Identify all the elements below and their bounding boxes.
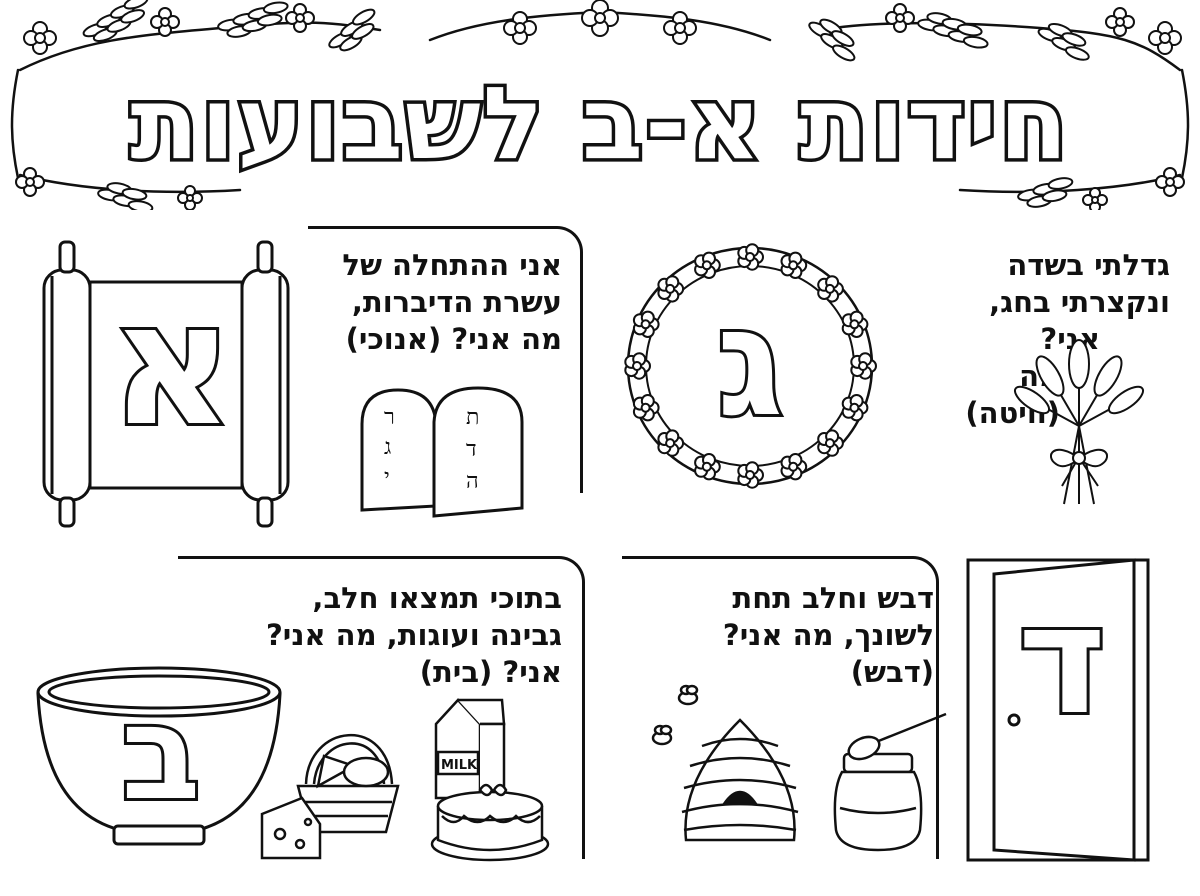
letter-gimel: ג — [713, 276, 786, 450]
wreath-flower — [694, 251, 721, 279]
tablet-letter: ת — [466, 405, 479, 430]
door-illustration — [958, 554, 1158, 864]
tablets-illustration: ר ג י ת ד ה — [354, 384, 530, 526]
wreath-flower — [817, 429, 844, 457]
beehive-honey-illustration — [646, 680, 950, 870]
wreath-flower — [780, 452, 808, 481]
letter-bet: ב — [118, 677, 203, 829]
wreath-flower — [632, 393, 660, 422]
riddle-line: אני ההתחלה של — [342, 248, 562, 282]
riddle-alef: אני ההתחלה של עשרת הדיברות, מה אני? (אנו… — [300, 247, 562, 358]
wreath-flower — [737, 243, 764, 271]
torah-scroll-illustration — [30, 236, 302, 532]
panel-alef-frame — [308, 226, 583, 493]
wreath-flower — [632, 310, 660, 339]
riddle-gimel: גדלתי בשדה ונקצרתי בחג, אני? מה (חיטה) — [900, 247, 1170, 432]
page-title: חידות א-ב לשבועות — [127, 65, 1071, 182]
wreath-flower — [780, 251, 808, 279]
tablet-letter: י — [384, 465, 390, 490]
riddle-bet: בתוכי תמצאו חלב, גבינה ועוגות, מה אני? א… — [190, 580, 562, 691]
wreath-flower — [850, 352, 877, 380]
bowl-illustration — [30, 660, 288, 850]
title-banner — [0, 0, 1200, 210]
tablet-letter: ר — [384, 405, 395, 430]
wreath-flower — [817, 275, 844, 303]
wreath-flower — [841, 393, 869, 422]
wreath-flower — [657, 275, 685, 303]
riddle-line: גדלתי בשדה — [1007, 248, 1170, 282]
wreath-flower — [737, 461, 764, 489]
milk-label: MILK — [441, 758, 478, 773]
letter-alef: א — [107, 266, 237, 464]
letter-dalet: ד — [1015, 574, 1109, 748]
wheat-bundle-illustration — [1004, 336, 1154, 508]
tablet-letter: ד — [466, 437, 477, 462]
riddle-line: (דבש) — [850, 655, 934, 689]
wreath-flower — [841, 310, 869, 339]
wreath-flower — [657, 429, 685, 457]
riddle-line: ונקצרתי בחג, — [989, 285, 1170, 319]
wreath-flower — [694, 452, 721, 481]
wreath-flower — [624, 352, 651, 380]
riddle-line: עשרת הדיברות, — [351, 285, 562, 319]
tablet-letter: ג — [384, 435, 391, 460]
floral-border-decoration — [10, 0, 1190, 210]
riddle-line: בתוכי תמצאו חלב, — [312, 581, 562, 615]
riddle-line: מה אני? (אנוכי) — [345, 322, 562, 356]
dairy-foods-illustration: MILK — [258, 694, 558, 866]
panel-bet-frame — [178, 556, 585, 859]
riddle-line: דבש וחלב תחת — [732, 581, 934, 615]
tablet-letter: ה — [466, 469, 479, 494]
riddle-line: אני? (בית) — [419, 655, 562, 689]
riddle-line: גבינה ועוגות, מה אני? — [265, 618, 562, 652]
flower-wreath-illustration — [612, 232, 888, 500]
riddle-dalet: דבש וחלב תחת לשונך, מה אני? (דבש) — [640, 580, 934, 691]
panel-dalet-frame — [622, 556, 939, 859]
riddle-line: לשונך, מה אני? — [722, 618, 934, 652]
